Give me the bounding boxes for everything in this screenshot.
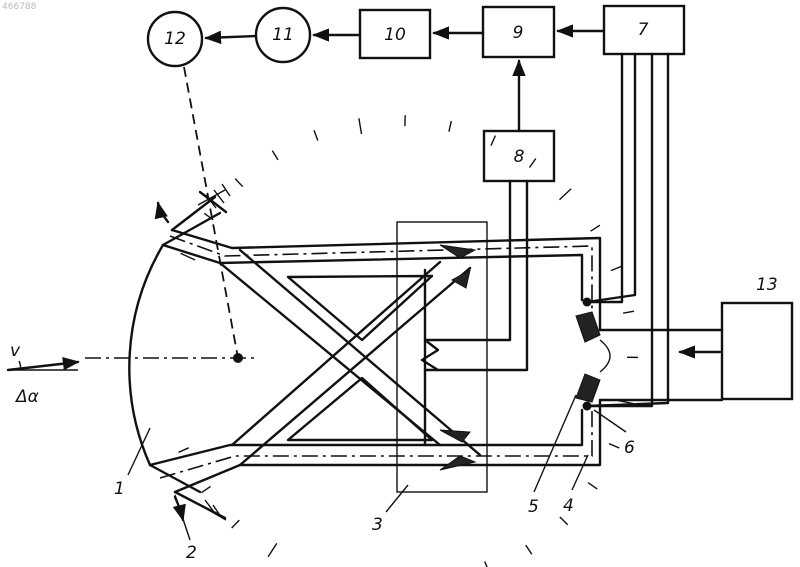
dashed-link-12-to-pointer	[184, 67, 238, 358]
label-1: 1	[114, 479, 125, 499]
scale-tick	[202, 486, 211, 492]
lead-7d	[587, 54, 668, 406]
block-11-label: 11	[272, 25, 294, 45]
block-9-label: 9	[513, 23, 524, 43]
scale-tick	[485, 562, 491, 567]
label-5: 5	[528, 497, 539, 517]
scale-tick	[560, 189, 572, 200]
leader-4	[572, 455, 588, 490]
lead-8b	[425, 181, 527, 370]
label-4: 4	[563, 496, 574, 516]
block-13	[722, 303, 792, 399]
rotation-arrow-top	[158, 203, 168, 222]
block-8-label: 8	[514, 147, 525, 167]
scale-tick	[314, 130, 318, 140]
block-7-label: 7	[638, 20, 649, 40]
scale-tick	[179, 448, 189, 453]
block-12: 12	[148, 12, 202, 66]
block-12-label: 12	[164, 29, 186, 49]
lead-7b	[587, 54, 635, 302]
pointer-pivot	[233, 353, 243, 363]
leader-5	[534, 395, 576, 492]
leader-2	[175, 495, 190, 540]
velocity-label: v	[10, 341, 21, 361]
nozzle-5	[576, 312, 722, 402]
scale-tick	[591, 225, 600, 231]
scale-tick	[526, 545, 532, 554]
angle-label: Δα	[14, 387, 39, 407]
scale-tick	[235, 179, 243, 187]
scale-tick	[272, 151, 278, 160]
scale-tick	[268, 543, 277, 556]
scale-tick	[609, 444, 619, 448]
block-13-label: 13	[756, 275, 778, 295]
scale-tick	[611, 267, 621, 271]
block-10-label: 10	[384, 25, 406, 45]
scale-tick	[232, 520, 240, 528]
lead-7c	[587, 54, 652, 406]
velocity-arrow	[8, 361, 78, 370]
arrow-11-to-12	[206, 36, 256, 38]
block-10: 10	[360, 10, 430, 58]
scale-tick	[588, 483, 597, 489]
label-2: 2	[186, 543, 197, 563]
block-7: 7	[604, 6, 684, 54]
scale-tick	[359, 118, 362, 134]
scale-tick	[560, 517, 568, 525]
watermark-id: 466788	[2, 2, 37, 12]
probe-body-2	[150, 184, 600, 520]
label-6: 6	[624, 438, 635, 458]
block-11: 11	[256, 8, 310, 62]
housing-3	[397, 222, 487, 492]
block-9: 9	[483, 7, 554, 57]
label-3: 3	[372, 515, 383, 535]
lead-8a	[425, 181, 510, 340]
scale-tick	[449, 121, 451, 132]
scale-tick	[623, 311, 634, 313]
